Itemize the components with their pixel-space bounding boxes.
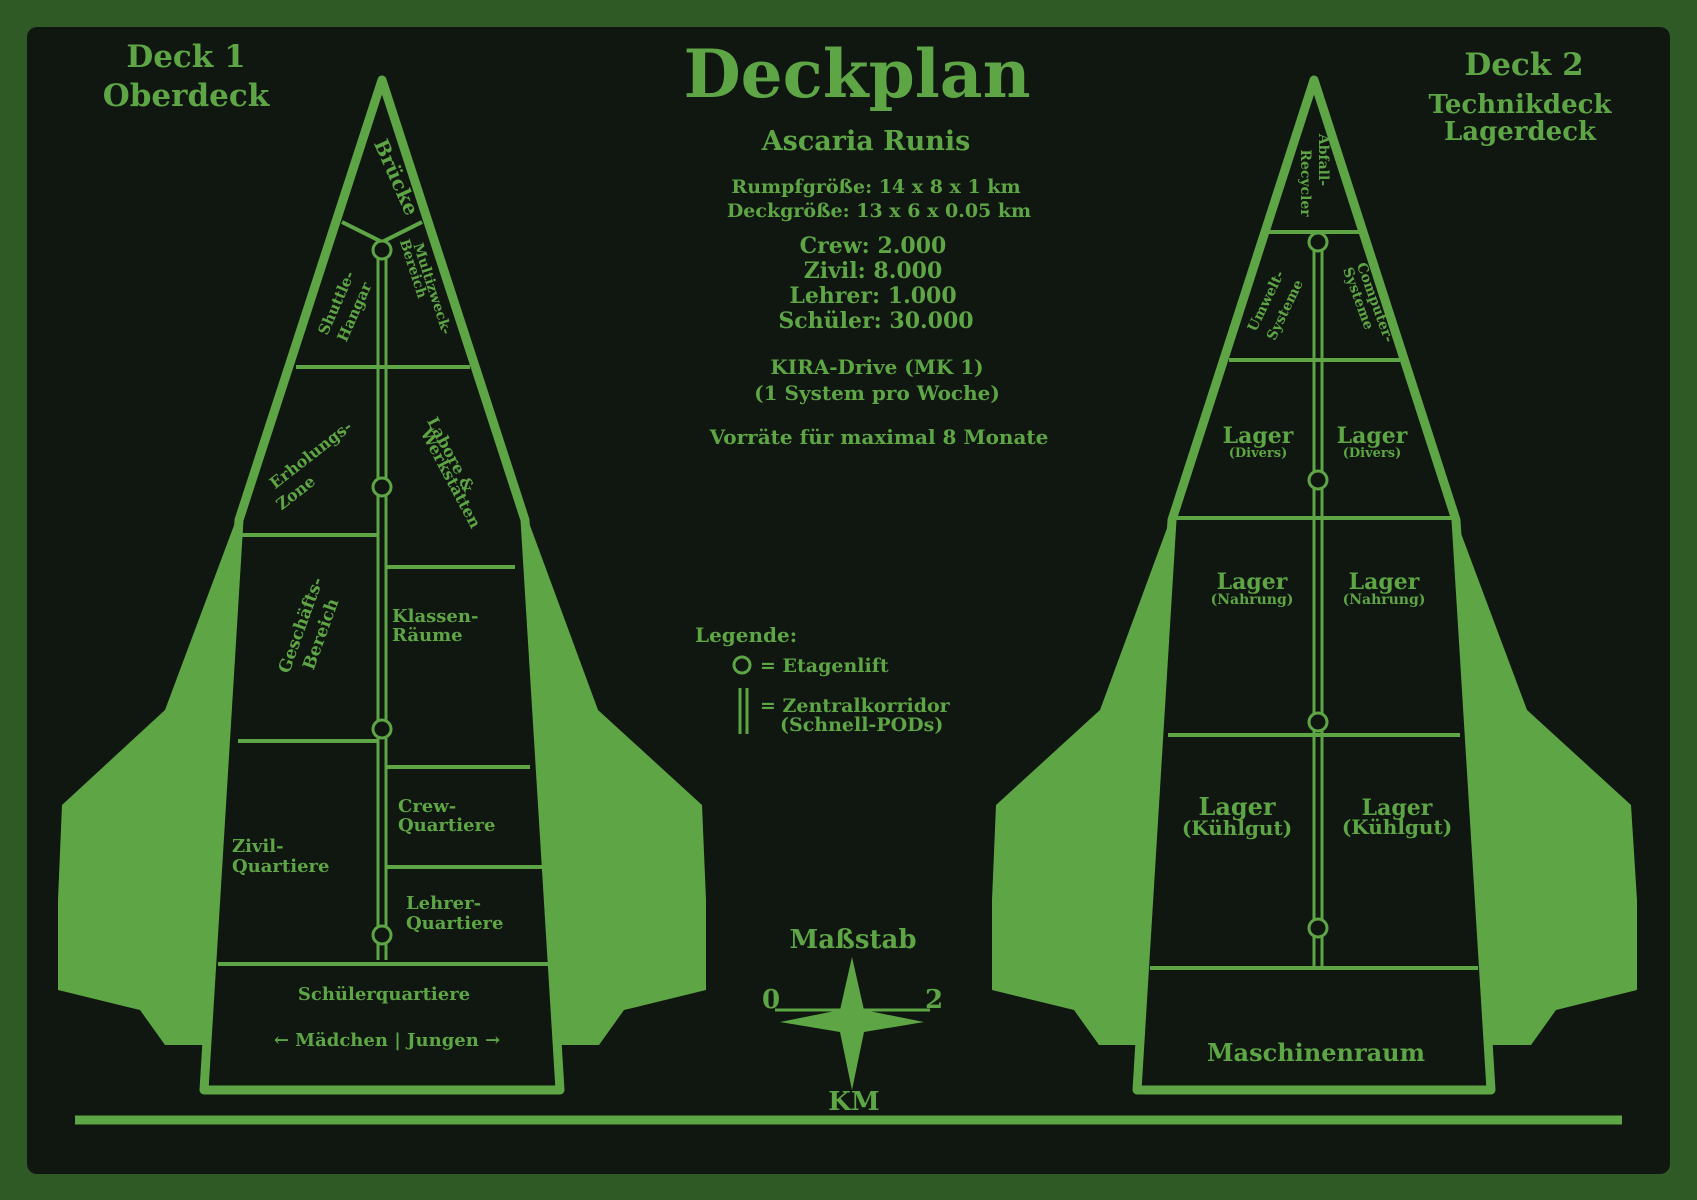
- deck2-lifts: [1307, 231, 1329, 939]
- room-storage-cold-right-sub: (Kühlgut): [1342, 815, 1452, 839]
- room-storage-food-right: Lager: [1349, 569, 1420, 595]
- room-student-quarters: Schülerquartiere: [298, 984, 470, 1005]
- room-teacher-quarters-2: Quartiere: [406, 913, 503, 934]
- drive-speed: (1 System pro Woche): [754, 381, 1000, 405]
- room-teacher-quarters-1: Lehrer-: [406, 893, 481, 914]
- room-classrooms-1: Klassen-: [392, 606, 478, 627]
- room-recycler-1: Abfall-: [1315, 133, 1331, 186]
- room-civil-quarters-1: Zivil-: [232, 836, 284, 857]
- room-storage-misc-left-sub: (Divers): [1229, 446, 1288, 461]
- deck1-title: Deck 1: [126, 39, 245, 75]
- room-storage-food-right-sub: (Nahrung): [1343, 592, 1426, 608]
- spec-hull-size: Rumpfgröße: 14 x 8 x 1 km: [731, 176, 1020, 198]
- deck1-lifts: [371, 239, 393, 946]
- scale-title: Maßstab: [789, 925, 916, 955]
- population-crew: Crew: 2.000: [800, 233, 947, 259]
- legend-lift-label: = Etagenlift: [760, 655, 889, 677]
- deck1-hull: [199, 75, 565, 1095]
- room-storage-cold-right: Lager: [1362, 795, 1433, 821]
- room-storage-misc-left: Lager: [1223, 423, 1294, 449]
- room-crew-quarters-2: Quartiere: [398, 815, 495, 836]
- drive-name: KIRA-Drive (MK 1): [770, 355, 983, 379]
- deck1-central-corridor: [376, 250, 388, 960]
- legend-title: Legende:: [695, 623, 797, 647]
- ship-name: Ascaria Runis: [761, 126, 971, 157]
- legend-corridor-label: = Zentralkorridor: [760, 695, 951, 717]
- room-civil-quarters-2: Quartiere: [232, 856, 329, 877]
- room-storage-misc-right: Lager: [1337, 423, 1408, 449]
- deck1-partitions: [218, 220, 548, 966]
- room-recycler-2: Recycler: [1297, 149, 1313, 217]
- room-student-split: ← Mädchen | Jungen →: [274, 1030, 500, 1051]
- scale-max: 2: [925, 985, 943, 1015]
- room-engine-room: Maschinenraum: [1207, 1038, 1425, 1067]
- scale-min: 0: [762, 985, 780, 1015]
- legend-corridor-icon: [738, 688, 749, 734]
- deck1-subtitle: Oberdeck: [103, 78, 271, 114]
- deck2-ship: [992, 75, 1637, 1095]
- deck2-room-labels: Abfall- Recycler Umwelt- Systeme Compute…: [1182, 133, 1452, 1067]
- room-classrooms-2: Räume: [392, 625, 463, 646]
- deck2-central-corridor: [1312, 240, 1324, 968]
- deck2-wings: [992, 520, 1637, 1045]
- room-storage-cold-left-sub: (Kühlgut): [1182, 816, 1292, 840]
- compass-star-icon: [780, 957, 924, 1090]
- room-storage-cold-left: Lager: [1198, 792, 1275, 821]
- room-storage-food-left: Lager: [1217, 569, 1288, 595]
- supplies-note: Vorräte für maximal 8 Monate: [709, 425, 1049, 449]
- deck1-ship: [58, 75, 706, 1095]
- scale-unit: KM: [828, 1087, 879, 1117]
- room-crew-quarters-1: Crew-: [398, 796, 456, 817]
- scale-indicator: Maßstab 0 2 KM: [762, 925, 943, 1117]
- legend: Legende: = Etagenlift = Zentralkorridor …: [695, 623, 951, 736]
- legend-corridor-sublabel: (Schnell-PODs): [780, 714, 943, 736]
- deck2-title: Deck 2: [1464, 47, 1583, 83]
- population-civil: Zivil: 8.000: [804, 258, 943, 284]
- deck1-wings: [58, 520, 706, 1045]
- page-title: Deckplan: [683, 35, 1030, 113]
- population-students: Schüler: 30.000: [778, 308, 973, 334]
- room-storage-food-left-sub: (Nahrung): [1211, 592, 1294, 608]
- deck2-subtitle-2: Lagerdeck: [1444, 117, 1597, 147]
- spec-deck-size: Deckgröße: 13 x 6 x 0.05 km: [727, 200, 1031, 222]
- legend-lift-icon: [732, 655, 752, 675]
- population-teachers: Lehrer: 1.000: [789, 283, 956, 309]
- deck2-subtitle-1: Technikdeck: [1428, 90, 1612, 120]
- room-storage-misc-right-sub: (Divers): [1343, 446, 1402, 461]
